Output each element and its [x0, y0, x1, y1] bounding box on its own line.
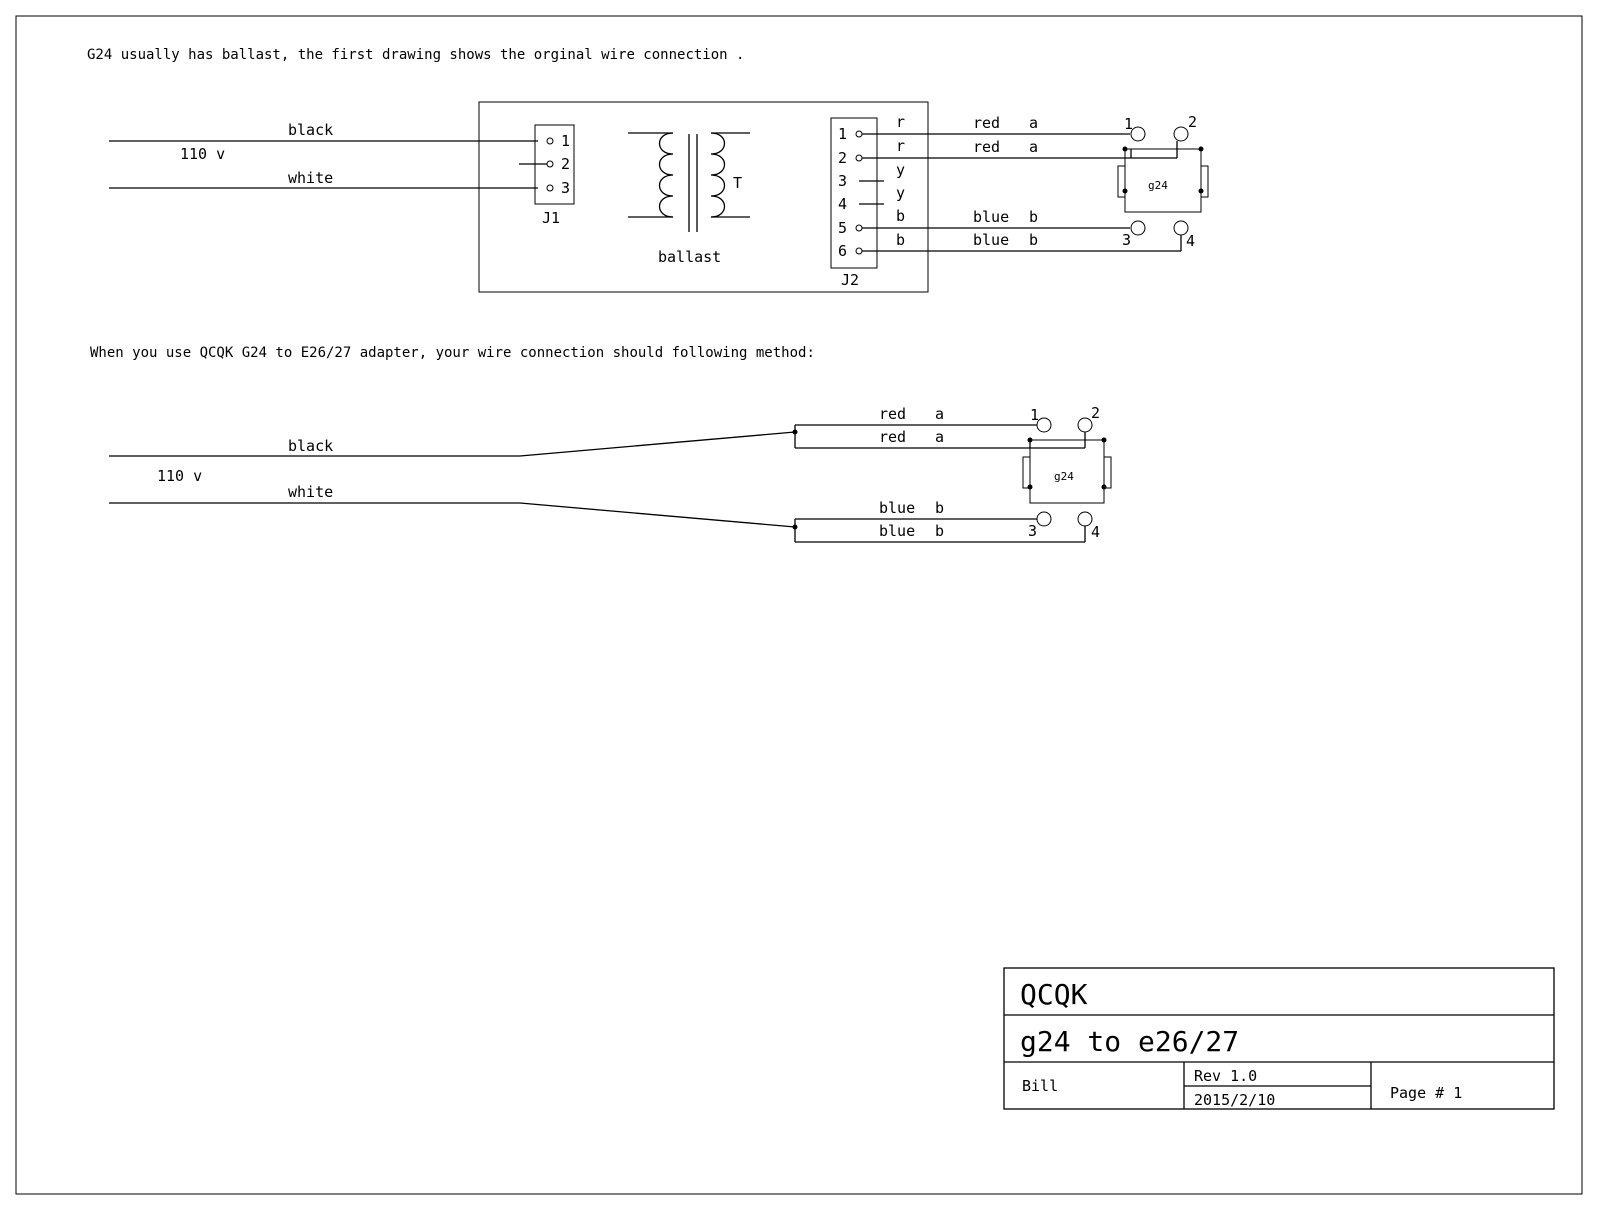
lamp2-pin1-terminal: [1036, 417, 1052, 433]
lamp1-pin3-terminal: [1130, 220, 1146, 236]
lamp1-pin1-terminal: [1130, 126, 1146, 142]
lamp2-label: g24: [1054, 470, 1074, 483]
j2-pin6-terminal: [855, 247, 863, 255]
white-wire-label: white: [288, 169, 333, 187]
j2-pin2-number: 2: [838, 149, 847, 167]
primary-coil: [658, 132, 674, 218]
lamp2-pin3-terminal: [1036, 511, 1052, 527]
red-wire-2-tag: a: [1029, 138, 1038, 156]
red-wire-3-label: red: [879, 405, 906, 423]
red-wire-1-label: red: [973, 114, 1000, 132]
lamp1-pin2-number: 2: [1188, 113, 1197, 131]
blue-wire-4-label: blue: [879, 522, 915, 540]
voltage-label-2: 110 v: [157, 467, 202, 485]
ballast-label: ballast: [658, 248, 721, 266]
j1-pin2-terminal: [546, 160, 554, 168]
j2-pin6-number: 6: [838, 242, 847, 260]
ballast-enclosure: [478, 101, 929, 293]
blue-wire-1-tag: b: [1029, 208, 1038, 226]
transformer-symbol: T ballast: [628, 132, 750, 266]
lamp1-left-filament: [1117, 165, 1126, 198]
page-number: Page # 1: [1390, 1084, 1462, 1102]
j2-pin5-code: b: [896, 207, 905, 225]
j1-connector: 1 2 3 J1: [519, 124, 575, 227]
j2-pin4-code: y: [896, 184, 905, 202]
blue-wire-4-tag: b: [935, 522, 944, 540]
drawing-original-ballast: black 110 v white 1 2 3 J1 T: [109, 101, 1209, 293]
red-wire-4-tag: a: [935, 428, 944, 446]
lamp1-right-filament: [1200, 165, 1209, 198]
lamp1-label: g24: [1148, 179, 1168, 192]
lamp2-left-filament: [1022, 456, 1031, 489]
j2-pin3-number: 3: [838, 172, 847, 190]
j2-reference: J2: [841, 271, 859, 289]
drawing-date: 2015/2/10: [1194, 1091, 1275, 1109]
blue-wire-2-label: blue: [973, 231, 1009, 249]
j1-pin1-terminal: [546, 137, 554, 145]
drawing-adapter-connection: black 110 v white red a red a blue b blu…: [109, 404, 1112, 543]
lamp2-pin1-number: 1: [1030, 406, 1039, 424]
black-input-wire-2: [109, 431, 796, 457]
j2-pin4-number: 4: [838, 195, 847, 213]
j2-pin5-number: 5: [838, 219, 847, 237]
coil-reference: T: [733, 174, 742, 192]
red-wire-3-tag: a: [935, 405, 944, 423]
company-name: QCQK: [1020, 978, 1088, 1011]
j1-pin2-number: 2: [561, 155, 570, 173]
lamp2-pin2-number: 2: [1091, 404, 1100, 422]
g24-lamp-2: g24 1 2 3 4: [1022, 404, 1112, 542]
blue-wire-3-tag: b: [935, 499, 944, 517]
lamp1-pin4-number: 4: [1186, 232, 1195, 250]
j2-pin2-code: r: [896, 137, 905, 155]
sheet-border: [15, 15, 1583, 1195]
title-block: QCQK g24 to e26/27 Bill Rev 1.0 2015/2/1…: [1003, 967, 1555, 1110]
revision: Rev 1.0: [1194, 1067, 1257, 1085]
j2-pin3-code: y: [896, 161, 905, 179]
j1-reference: J1: [542, 209, 560, 227]
g24-lamp-1: g24 1 2 3 4: [1117, 113, 1209, 251]
j2-pin2-terminal: [855, 154, 863, 162]
lamp2-pin4-number: 4: [1091, 523, 1100, 541]
lamp2-pin2-terminal: [1077, 417, 1093, 433]
j1-pin3-number: 3: [561, 179, 570, 197]
blue-wire-1-label: blue: [973, 208, 1009, 226]
j1-pin3-terminal: [546, 184, 554, 192]
red-wire-4-label: red: [879, 428, 906, 446]
lamp1-pin1-number: 1: [1124, 115, 1133, 133]
adapter-note: When you use QCQK G24 to E26/27 adapter,…: [90, 345, 815, 361]
blue-wire-2-tag: b: [1029, 231, 1038, 249]
lamp2-pin3-number: 3: [1028, 522, 1037, 540]
j1-pin1-number: 1: [561, 132, 570, 150]
black-wire-label-2: black: [288, 437, 333, 455]
lamp1-pin2-terminal: [1173, 126, 1189, 142]
white-wire-label-2: white: [288, 483, 333, 501]
j2-pin6-code: b: [896, 231, 905, 249]
j2-pin1-number: 1: [838, 125, 847, 143]
j2-pin1-code: r: [896, 113, 905, 131]
red-wire-2-label: red: [973, 138, 1000, 156]
red-wire-1-tag: a: [1029, 114, 1038, 132]
intro-note: G24 usually has ballast, the first drawi…: [87, 47, 744, 63]
lamp2-right-filament: [1103, 456, 1112, 489]
black-wire-label: black: [288, 121, 333, 139]
author-name: Bill: [1022, 1077, 1058, 1095]
white-input-wire-2: [109, 502, 796, 528]
blue-wire-3-label: blue: [879, 499, 915, 517]
voltage-label: 110 v: [180, 145, 225, 163]
secondary-coil: [710, 132, 726, 218]
j2-body: [830, 117, 878, 269]
title-block-frame: [1003, 967, 1555, 1110]
j2-pin5-terminal: [855, 224, 863, 232]
lamp1-pin3-number: 3: [1122, 231, 1131, 249]
lamp2-pin4-terminal: [1077, 511, 1093, 527]
j2-pin1-terminal: [855, 130, 863, 138]
j2-connector: 1 2 3 4 5 6 r r y y b b J2: [830, 113, 905, 289]
drawing-title: g24 to e26/27: [1020, 1025, 1239, 1058]
